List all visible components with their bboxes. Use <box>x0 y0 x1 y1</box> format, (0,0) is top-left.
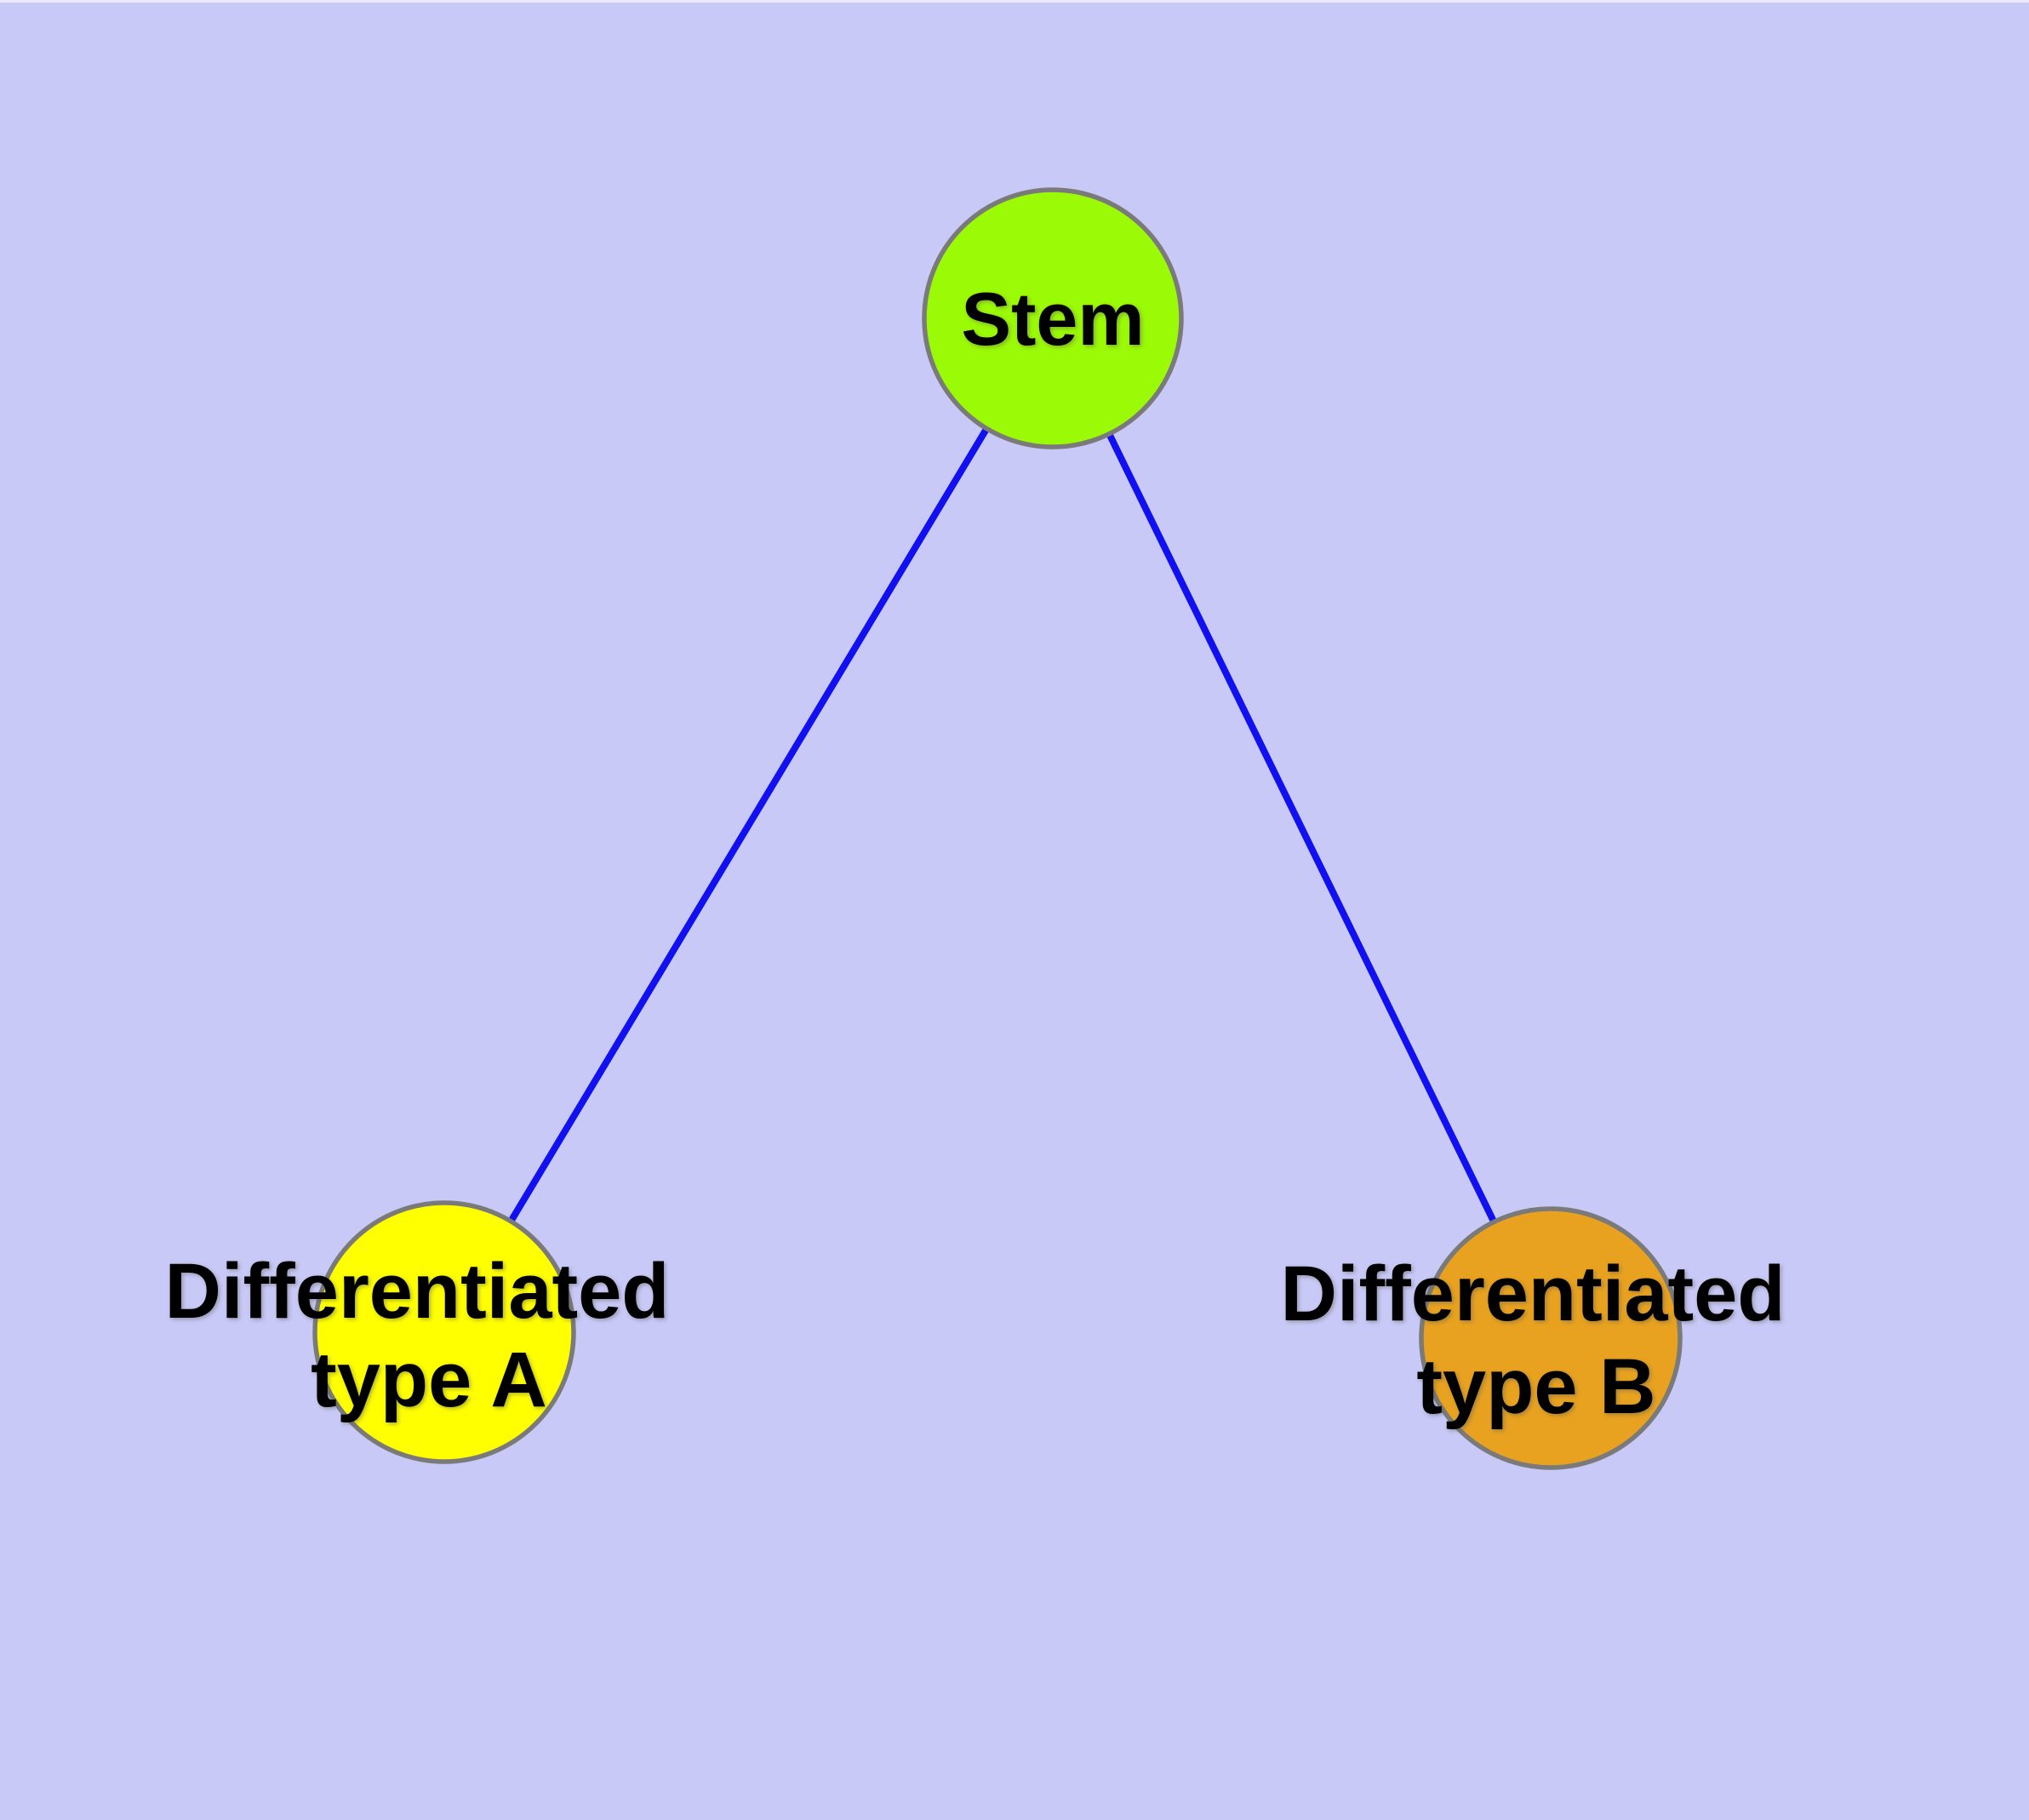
node-differentiated-a-circle <box>312 1200 576 1464</box>
top-edge-highlight <box>0 0 2029 3</box>
edge-stem-to-type-a <box>441 316 1056 1335</box>
node-differentiated-b-circle <box>1419 1206 1683 1470</box>
node-differentiated-b-label-line2: type B <box>1416 1343 1655 1430</box>
node-differentiated-a-label-line1: Differentiated <box>165 1248 670 1335</box>
node-differentiated-b-label-line1: Differentiated <box>1281 1251 1786 1337</box>
node-differentiated-a-label-line2: type A <box>311 1336 547 1423</box>
node-stem-label: Stem <box>961 277 1144 361</box>
node-stem-circle <box>922 187 1184 449</box>
edge-stem-to-type-b <box>1049 317 1554 1340</box>
